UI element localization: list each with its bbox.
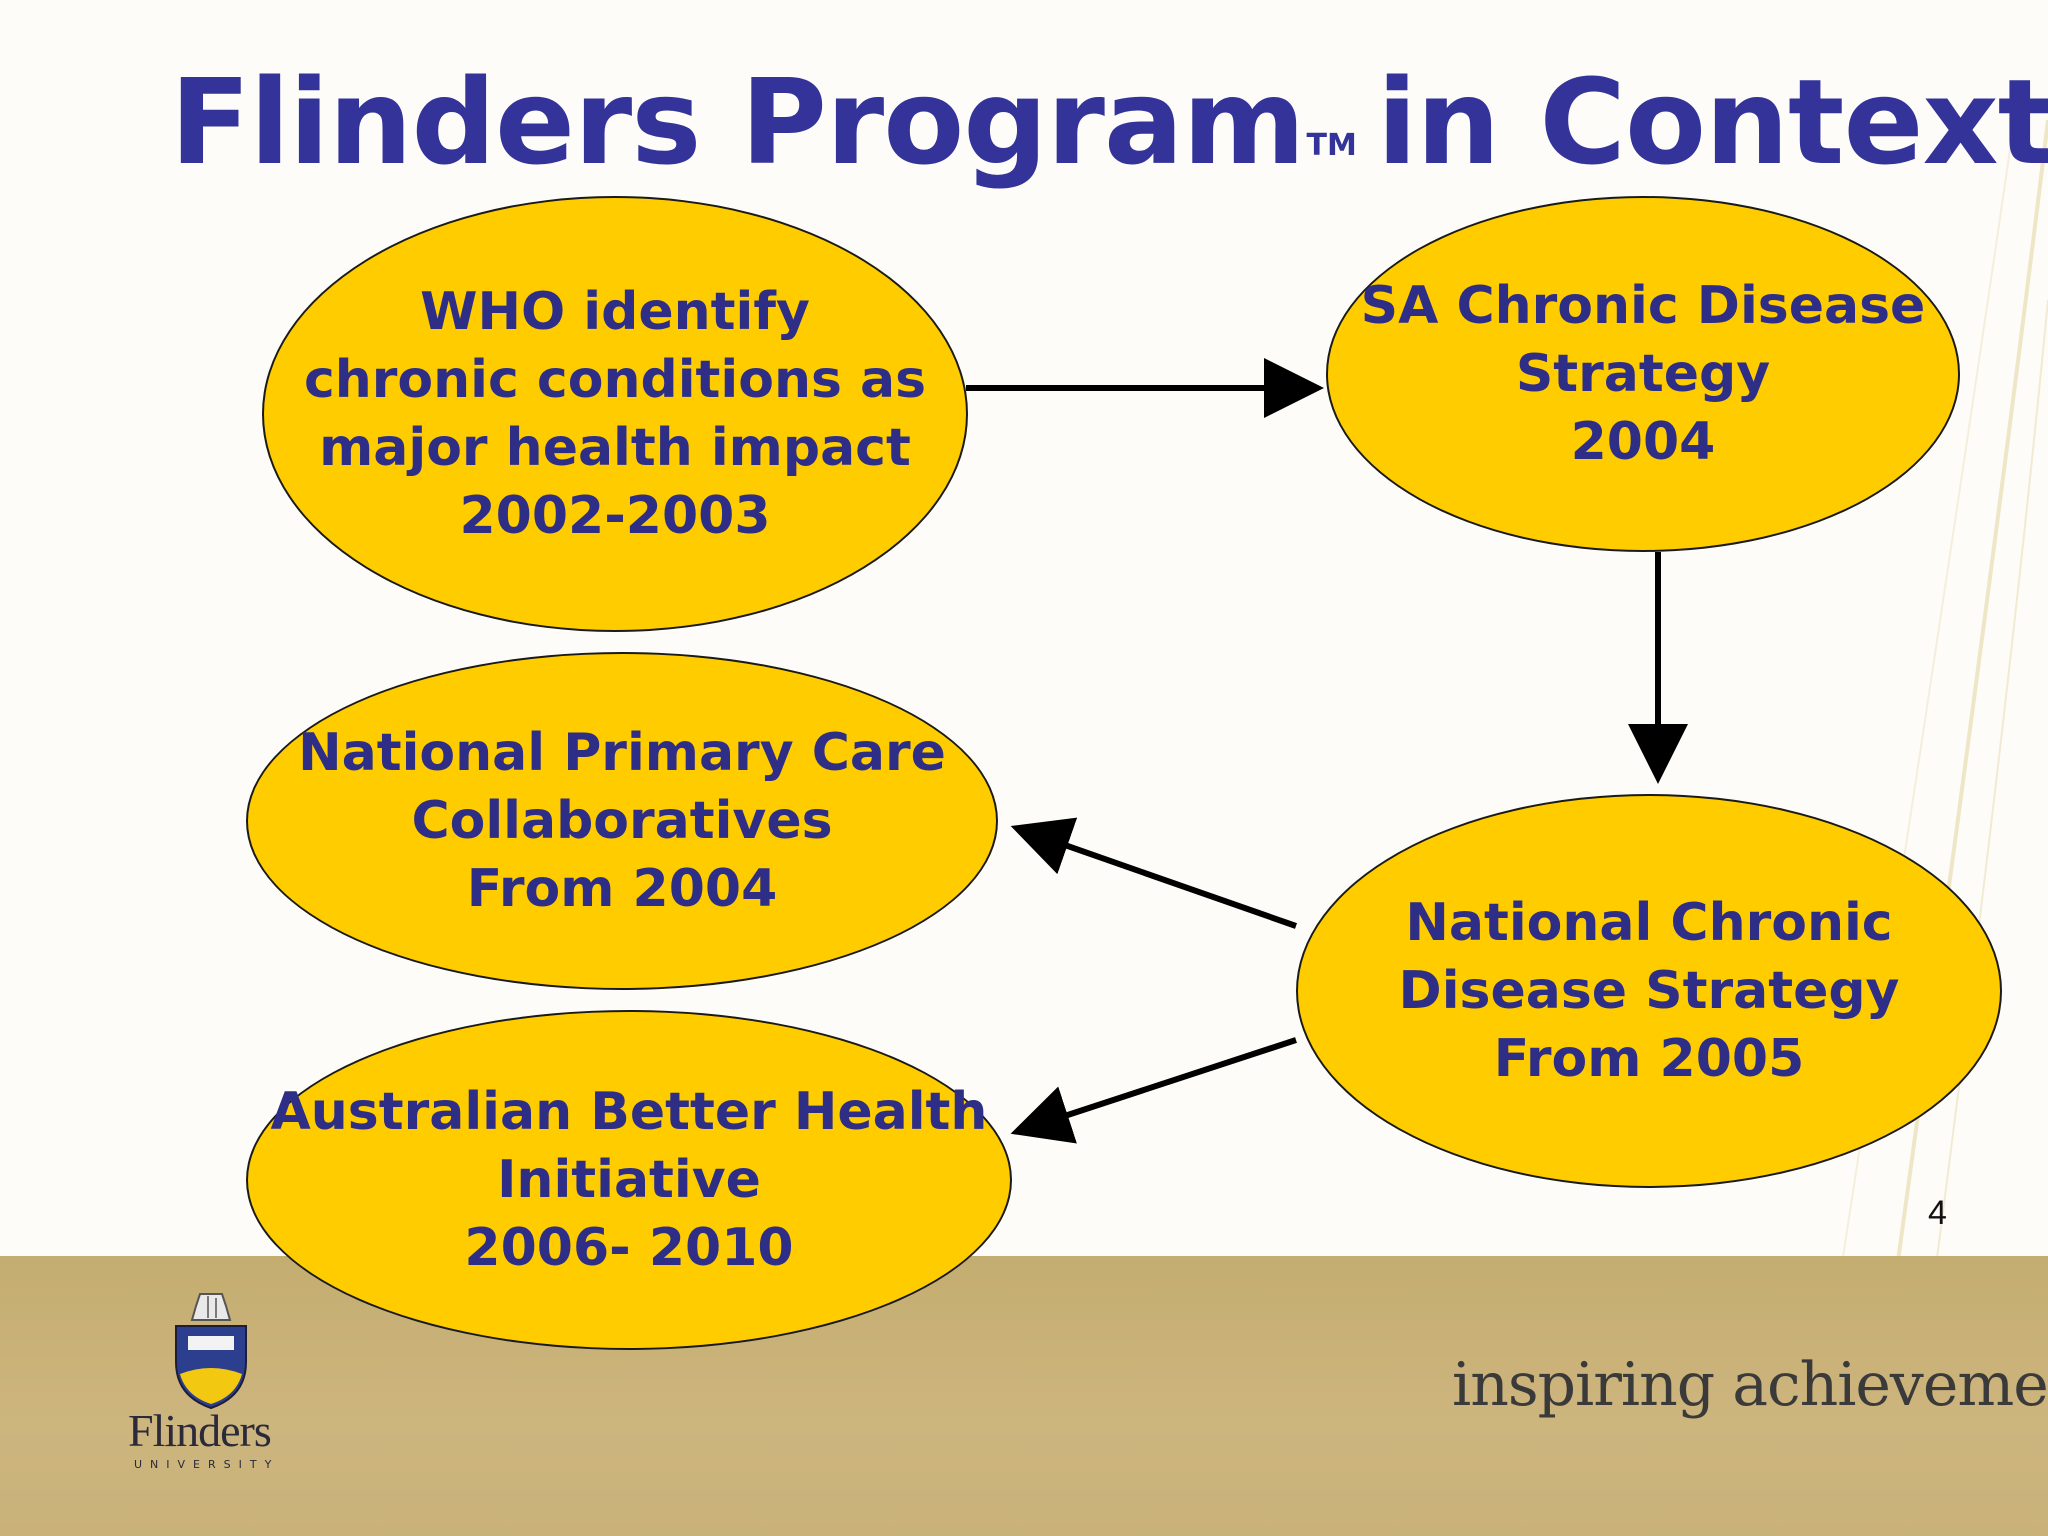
- node-line: 2004: [1570, 412, 1716, 472]
- node-who-chronic-conditions: WHO identify chronic conditions as major…: [262, 196, 968, 632]
- slide-title: Flinders ProgramTM in Context: [170, 52, 2048, 216]
- node-line: WHO identify: [420, 282, 810, 342]
- node-who-text: WHO identify chronic conditions as major…: [304, 278, 926, 550]
- node-line: National Chronic: [1405, 893, 1893, 953]
- node-australian-better-health: Australian Better Health Initiative 2006…: [246, 1010, 1012, 1350]
- node-national-text: National Chronic Disease Strategy From 2…: [1399, 889, 1900, 1093]
- page-number: 4: [1928, 1194, 1947, 1232]
- node-line: SA Chronic Disease: [1360, 276, 1926, 336]
- node-primary-care-text: National Primary Care Collaboratives Fro…: [298, 719, 946, 923]
- node-line: Australian Better Health: [270, 1082, 988, 1142]
- footer-band: [0, 1256, 2048, 1536]
- logo-wordmark: Flinders: [128, 1405, 272, 1456]
- node-line: Collaboratives: [411, 791, 833, 851]
- node-line: 2002-2003: [459, 486, 771, 546]
- node-line: major health impact: [319, 418, 911, 478]
- title-rest: in Context: [1376, 53, 2048, 191]
- trademark-mark: TM: [1306, 128, 1357, 163]
- node-line: National Primary Care: [298, 723, 946, 783]
- node-national-chronic-disease-strategy: National Chronic Disease Strategy From 2…: [1296, 794, 2002, 1188]
- node-line: Disease Strategy: [1398, 961, 1900, 1021]
- node-line: chronic conditions as: [303, 350, 927, 410]
- node-line: Initiative: [497, 1150, 761, 1210]
- arrow-national-to-better-health: [1010, 1037, 1297, 1144]
- node-line: From 2005: [1493, 1029, 1805, 1089]
- node-national-primary-care: National Primary Care Collaboratives Fro…: [246, 652, 998, 990]
- logo-subtitle: UNIVERSITY: [134, 1458, 280, 1471]
- node-line: From 2004: [466, 859, 778, 919]
- arrow-national-to-primary-care: [1010, 817, 1297, 929]
- tagline: inspiring achievement: [1452, 1350, 2048, 1420]
- node-line: 2006- 2010: [464, 1218, 794, 1278]
- node-better-health-text: Australian Better Health Initiative 2006…: [271, 1078, 988, 1282]
- node-line: Strategy: [1515, 344, 1771, 404]
- node-sa-text: SA Chronic Disease Strategy 2004: [1361, 272, 1926, 476]
- flinders-crest-icon: [175, 1293, 247, 1410]
- node-sa-chronic-disease-strategy: SA Chronic Disease Strategy 2004: [1326, 196, 1960, 552]
- title-main: Flinders Program: [170, 53, 1305, 191]
